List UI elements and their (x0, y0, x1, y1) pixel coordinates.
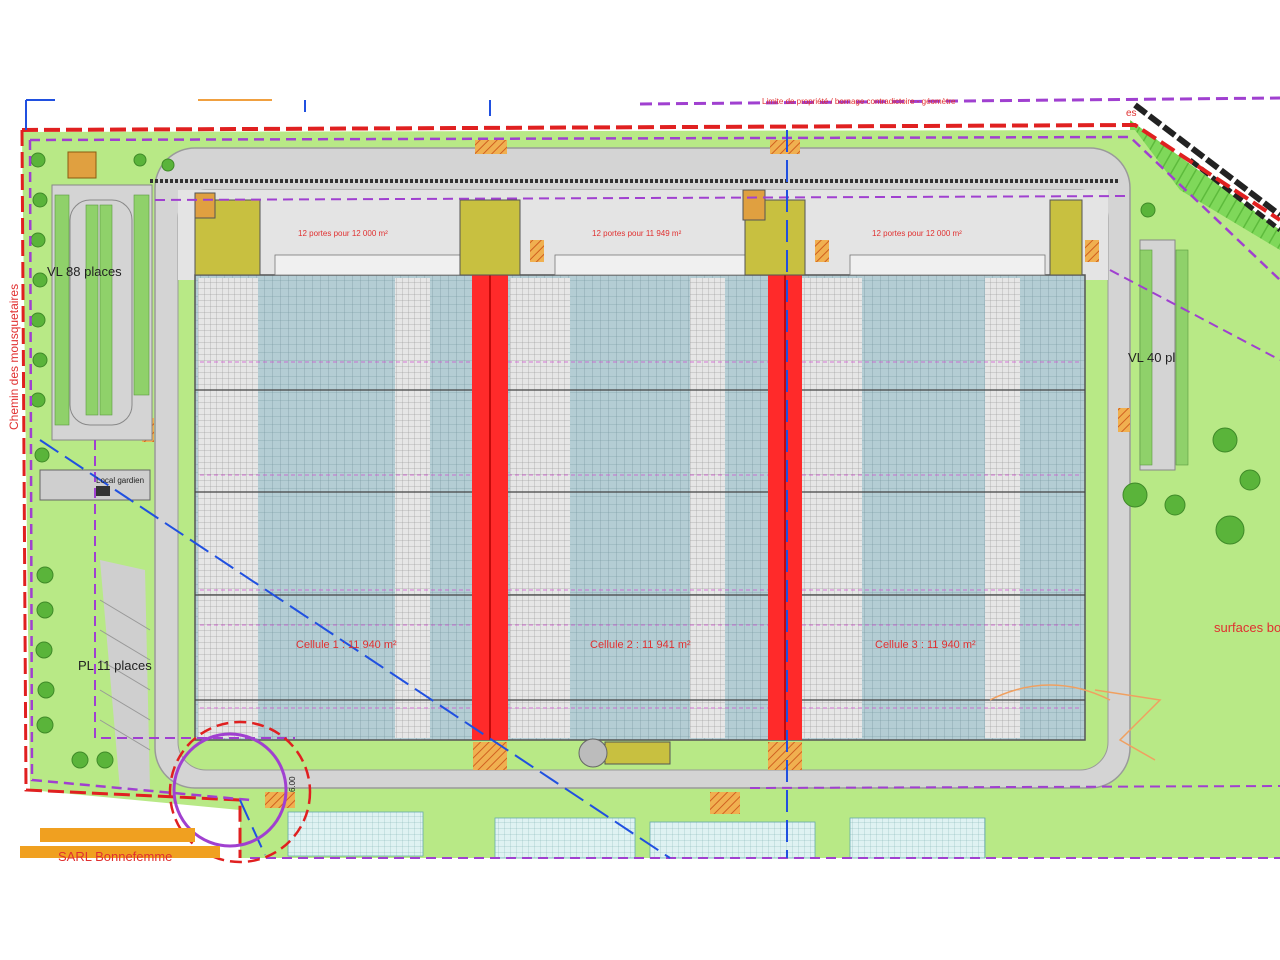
cell-1-label: Cellule 1 : 11 940 m² (296, 639, 397, 651)
parking-stalls-right (1139, 249, 1189, 466)
road-label: Chemin des mousquetaires (7, 284, 21, 430)
parking-stalls-left (54, 194, 150, 426)
parking-pl-label: PL 11 places (78, 658, 152, 673)
cell-3-label: Cellule 3 : 11 940 m² (875, 639, 976, 651)
turning-circle-red (168, 720, 312, 864)
doors-1-label: 12 portes pour 12 000 m² (298, 229, 388, 238)
top-right-note: es (1126, 108, 1137, 119)
labels: Limite de propriété / bornage contradict… (7, 97, 1280, 864)
turning-circle-outer (172, 732, 288, 848)
guard-house-label: Local gardien (96, 476, 144, 485)
dock-doors-1 (274, 254, 466, 276)
doors-2-label: 12 portes pour 11 949 m² (592, 229, 682, 238)
surfaces-label: surfaces bo (1214, 620, 1280, 635)
top-note: Limite de propriété / bornage contradict… (762, 97, 956, 106)
annex-blocks (194, 199, 1083, 765)
parking-pl-lines (99, 599, 151, 751)
warehouse-building (194, 274, 1086, 741)
boundaries (20, 96, 1280, 859)
dimension-label: 6.00 (288, 776, 297, 792)
guard-house-icon (96, 486, 110, 496)
tank (578, 738, 608, 768)
building-small (67, 151, 97, 179)
pv-panels (287, 811, 986, 859)
cell-2-label: Cellule 2 : 11 941 m² (590, 639, 691, 651)
doors-3-label: 12 portes pour 12 000 m² (872, 229, 962, 238)
access-markers (142, 140, 1130, 814)
utility-box-1 (194, 192, 216, 219)
neighbor-band (40, 828, 195, 842)
neighbor-band-2 (20, 846, 220, 858)
utility-box-2 (742, 189, 766, 221)
dock-doors-3 (849, 254, 1046, 276)
bay-lines (195, 389, 1085, 701)
parking-vl-left-label: VL 88 places (47, 264, 122, 279)
sketch-curves (989, 684, 1162, 761)
neighbor-label: SARL Bonnefemme (58, 849, 172, 864)
dock-doors-2 (554, 254, 746, 276)
survey-axes (39, 130, 788, 859)
parking-vl-right-label: VL 40 pl (1128, 350, 1175, 365)
rack-bands (198, 278, 1020, 738)
